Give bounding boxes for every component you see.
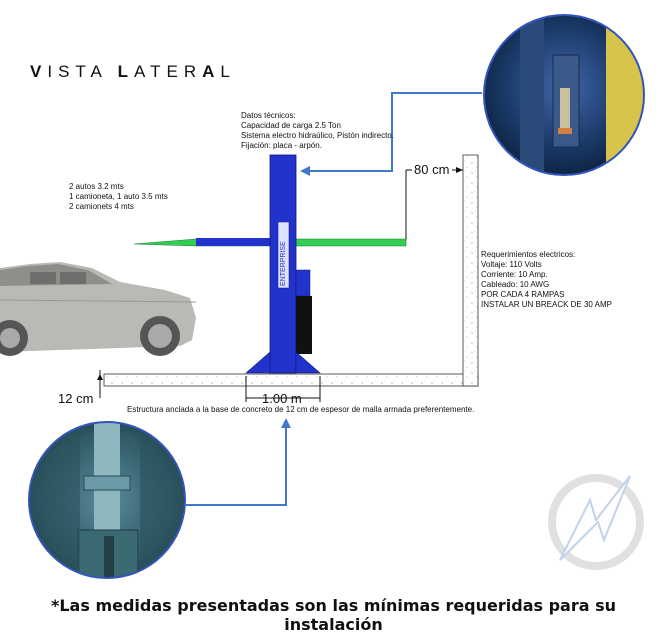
electrical-line: Corriente: 10 Amp.	[481, 270, 548, 279]
base-note: Estructura anclada a la base de concreto…	[127, 405, 475, 414]
tech-data-line: Fijación: placa - arpón.	[241, 141, 322, 150]
concrete-wall	[462, 154, 479, 387]
footer-note: *Las medidas presentadas son las mínimas…	[50, 596, 617, 634]
vehicle-line: 1 camioneta, 1 auto 3.5 mts	[69, 192, 168, 201]
vehicle-capacity-block: 2 autos 3.2 mts 1 camioneta, 1 auto 3.5 …	[69, 182, 168, 212]
electrical-heading: Requerimientos electricos:	[481, 250, 576, 259]
electrical-line: POR CADA 4 RAMPAS	[481, 290, 565, 299]
lift-column	[245, 154, 321, 374]
detail-photo-bottom	[28, 421, 186, 579]
platform-arm	[196, 238, 270, 246]
electrical-requirements-block: Requerimientos electricos: Voltaje: 110 …	[481, 250, 612, 310]
concrete-slab	[103, 373, 479, 387]
vehicle-line: 2 camionets 4 mts	[69, 202, 134, 211]
brand-logo	[548, 474, 644, 570]
base-dimension-label: 1.00 m	[262, 391, 302, 406]
slab-dimension-label: 12 cm	[58, 391, 94, 406]
tech-data-block: Datos técnicos: Capacidad de carga 2.5 T…	[241, 111, 394, 151]
detail-photo-top	[483, 14, 645, 176]
electrical-line: INSTALAR UN BREACK DE 30 AMP	[481, 300, 612, 309]
column-brand: ENTERPRISE	[280, 241, 287, 286]
vehicle-line: 2 autos 3.2 mts	[69, 182, 124, 191]
clearance-dimension-label: 80 cm	[414, 162, 450, 177]
electrical-line: Voltaje: 110 Volts	[481, 260, 542, 269]
page-title: VISTA LATERAL	[30, 62, 236, 81]
arrow-bottom	[186, 426, 287, 506]
tech-data-heading: Datos técnicos:	[241, 111, 296, 120]
car-image	[0, 262, 197, 356]
arrow-top	[308, 92, 482, 172]
tech-data-line: Capacidad de carga 2.5 Ton	[241, 121, 341, 130]
tech-data-line: Sistema electro hidraúlico, Pistón indir…	[241, 131, 394, 140]
electrical-line: Cableado: 10 AWG	[481, 280, 550, 289]
